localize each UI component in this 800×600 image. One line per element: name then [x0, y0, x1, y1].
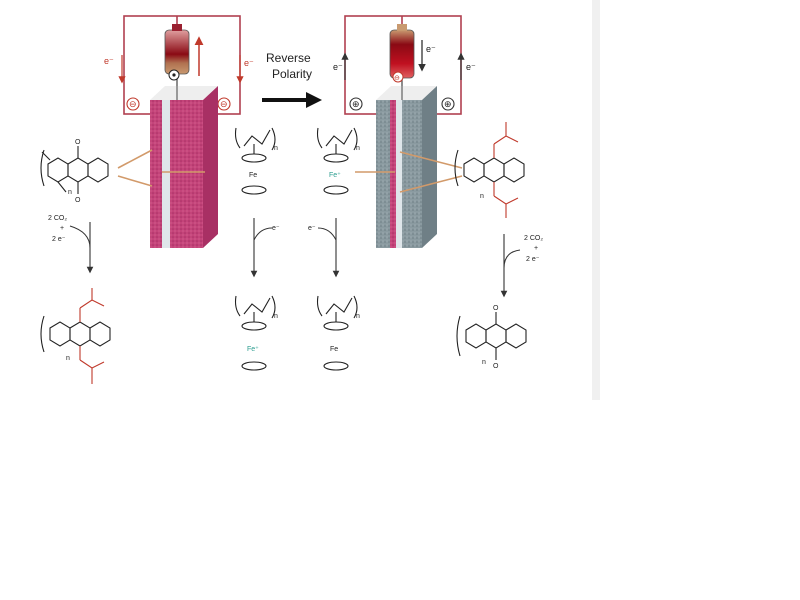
left-battery-icon — [164, 16, 190, 92]
aq-left-top-n: n — [68, 189, 72, 196]
left-electron-label-r: e⁻ — [244, 58, 254, 68]
co2-right-label: 2 CO₂ — [524, 235, 543, 242]
n-top-right: n — [356, 145, 360, 152]
right-terminal-top-icon — [392, 71, 404, 83]
svg-text:⊖: ⊖ — [129, 99, 137, 109]
aq-right-bottom-o1: O — [493, 305, 499, 312]
right-electrode-stack — [376, 86, 437, 248]
right-separator — [396, 100, 402, 248]
carbonate-left-bottom — [40, 288, 111, 384]
right-terminal-right-icon — [441, 97, 455, 111]
fe-bottom-left: Fe⁺ — [247, 346, 259, 353]
left-positive-electrode — [170, 100, 203, 248]
fe-top-right: Fe⁺ — [329, 172, 341, 179]
left-electrode-stack — [150, 86, 218, 248]
anthraquinone-left-top — [40, 146, 109, 194]
right-positive-electrode — [376, 100, 390, 248]
e-right-label: 2 e⁻ — [526, 256, 540, 263]
right-cell: ⊖ e⁻ e⁻ e⁻ ⊕ ⊕ — [333, 15, 476, 248]
reverse-label-line2: Polarity — [272, 67, 312, 81]
co2-left-label: 2 CO₂ — [48, 215, 67, 222]
aq-right-bottom-n: n — [482, 359, 486, 366]
aq-right-bottom-o2: O — [493, 363, 499, 370]
n-bottom-right: n — [356, 313, 360, 320]
ferrocene-bottom-left — [234, 295, 276, 371]
left-terminal-left-icon — [126, 97, 140, 111]
e-left-label: 2 e⁻ — [52, 236, 66, 243]
carbonate-right-top — [454, 122, 525, 218]
side-strip — [592, 0, 600, 400]
ferrocene-top-left — [234, 127, 276, 195]
ferrocene-top-right — [316, 127, 358, 195]
e-fc-left: e⁻ — [272, 225, 280, 232]
fe-bottom-right: Fe — [330, 346, 338, 353]
e-fc-right: e⁻ — [308, 225, 316, 232]
svg-text:⊕: ⊕ — [352, 99, 360, 109]
aq-left-bottom-n: n — [66, 355, 70, 362]
right-reaction-arrow — [503, 249, 521, 269]
left-reaction-arrow — [69, 225, 91, 249]
reverse-label-line1: Reverse — [266, 51, 311, 65]
right-terminal-left-icon — [349, 97, 363, 111]
connector-lines — [117, 149, 463, 193]
svg-text:⊖: ⊖ — [220, 99, 228, 109]
plus-left: + — [60, 225, 64, 232]
right-electron-label-r: e⁻ — [466, 62, 476, 72]
right-grey-electrode — [402, 100, 422, 248]
right-negative-electrode-strip — [390, 100, 396, 248]
left-negative-electrode — [150, 100, 162, 248]
n-top-left: n — [274, 145, 278, 152]
left-cell: e⁻ e⁻ ⊖ ⊖ — [104, 15, 254, 248]
plus-right: + — [534, 245, 538, 252]
aq-right-top-n: n — [480, 193, 484, 200]
ferrocene-bottom-right — [316, 295, 358, 371]
svg-text:⊖: ⊖ — [394, 75, 400, 82]
anthraquinone-right-bottom — [456, 312, 527, 360]
left-electron-label-l: e⁻ — [104, 56, 114, 66]
right-electron-label-mid: e⁻ — [426, 44, 436, 54]
svg-text:⊕: ⊕ — [444, 99, 452, 109]
left-separator — [162, 100, 170, 248]
n-bottom-left: n — [274, 313, 278, 320]
fe-top-left: Fe — [249, 172, 257, 179]
aq-left-top-o1: O — [75, 139, 81, 146]
reverse-polarity: Reverse Polarity — [262, 51, 322, 108]
right-electron-label-l: e⁻ — [333, 62, 343, 72]
aq-left-top-o2: O — [75, 197, 81, 204]
